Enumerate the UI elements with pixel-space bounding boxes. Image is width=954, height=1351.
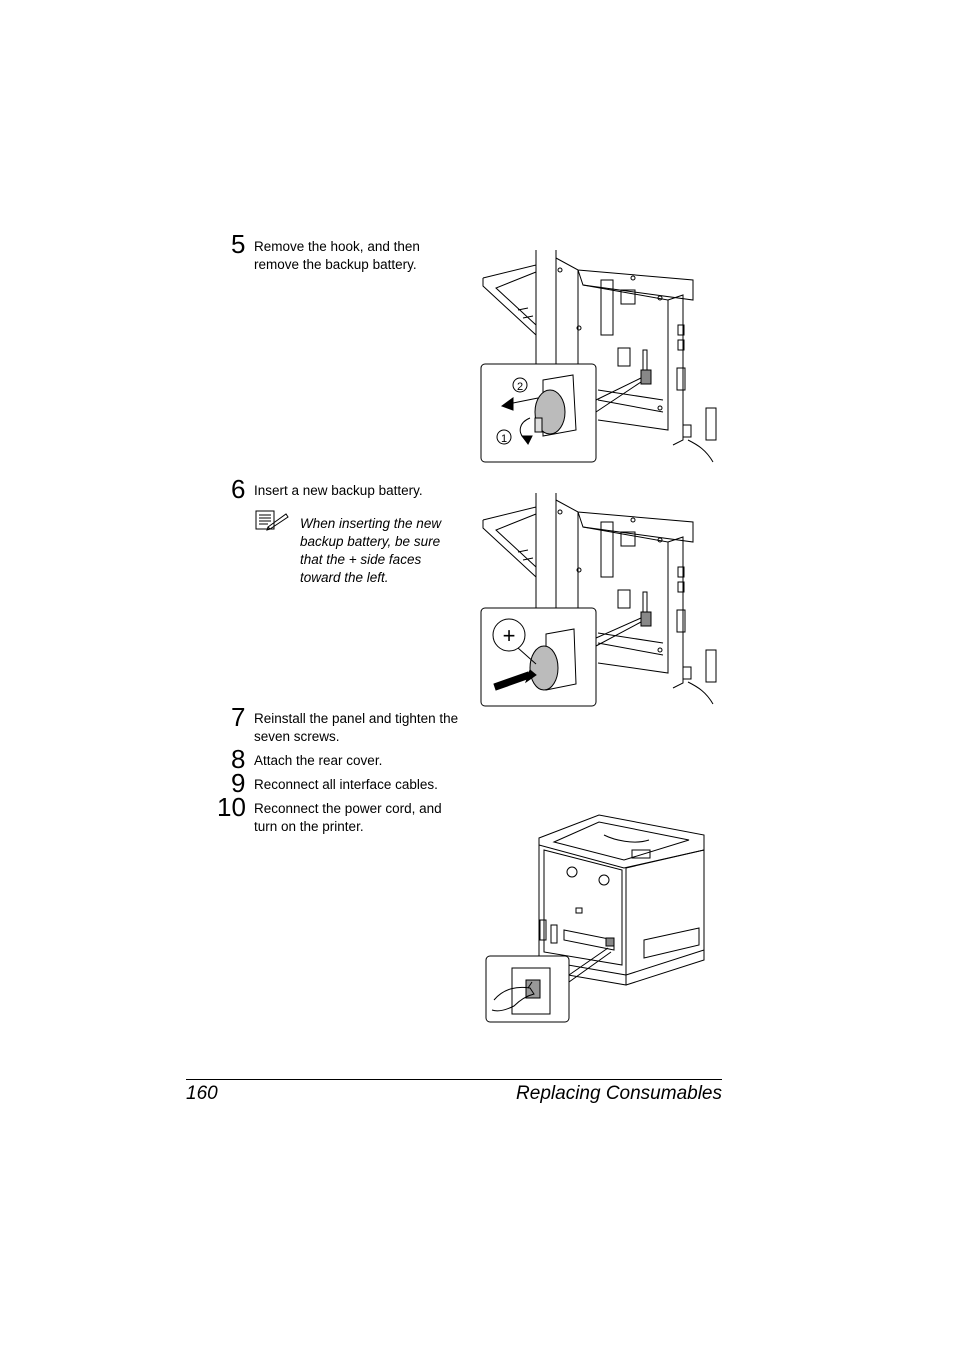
step-9-text: Reconnect all interface cables. bbox=[254, 777, 438, 792]
power-switch-figure bbox=[485, 814, 705, 1023]
step-8-text: Attach the rear cover. bbox=[254, 753, 383, 768]
step-5-number: 5 bbox=[231, 229, 246, 259]
footer-section-title: Replacing Consumables bbox=[516, 1083, 722, 1104]
step-6-text: Insert a new backup battery. bbox=[254, 483, 423, 498]
step-10-number: 10 bbox=[217, 792, 246, 822]
footer-divider bbox=[186, 1079, 722, 1080]
step-9-number: 9 bbox=[231, 768, 246, 798]
note-pencil-icon bbox=[255, 510, 289, 531]
step-8-number: 8 bbox=[231, 744, 246, 774]
step-7-number: 7 bbox=[231, 702, 246, 732]
step-6-number: 6 bbox=[231, 474, 246, 504]
step-5-text: Remove the hook, and then remove the bac… bbox=[254, 239, 420, 272]
footer-page-number: 160 bbox=[186, 1083, 218, 1104]
note-text: When inserting the new backup battery, b… bbox=[300, 516, 442, 585]
remove-battery-figure: 2 1 bbox=[480, 250, 717, 463]
step-10-text: Reconnect the power cord, and turn on th… bbox=[254, 801, 442, 834]
plus-side-label: + bbox=[503, 623, 516, 648]
callout-1-label: 1 bbox=[501, 433, 507, 445]
insert-battery-figure: + bbox=[480, 493, 717, 707]
step-7-text: Reinstall the panel and tighten the seve… bbox=[254, 711, 459, 744]
callout-2-label: 2 bbox=[517, 381, 523, 393]
